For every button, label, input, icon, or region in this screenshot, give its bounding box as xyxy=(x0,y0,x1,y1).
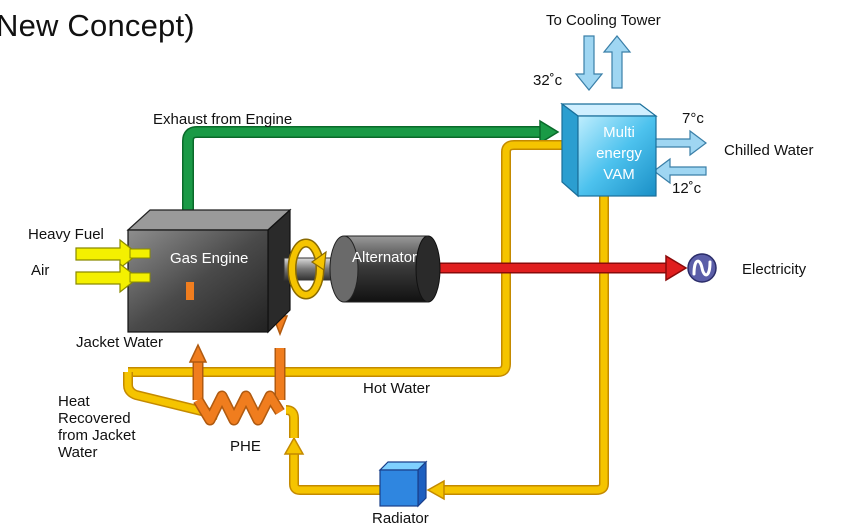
air-label: Air xyxy=(31,262,50,279)
heat-recovered-line: from Jacket xyxy=(58,427,136,444)
page-title: New Concept) xyxy=(0,8,195,43)
hot-water-label: Hot Water xyxy=(363,380,430,397)
vam-label-line: Multi xyxy=(603,124,635,141)
exhaust-label: Exhaust from Engine xyxy=(153,111,293,128)
temp-chilled-in-label: 12˚c xyxy=(672,180,702,197)
chilled-water-label: Chilled Water xyxy=(724,142,814,159)
temp-chilled-out-label: 7°c xyxy=(682,110,704,127)
heat-recovered-line: Heat xyxy=(58,393,90,410)
exhaust-pipe xyxy=(182,119,560,215)
vam-unit xyxy=(560,102,658,198)
alternator-label: Alternator xyxy=(352,249,418,266)
temp-in-label: 32˚c xyxy=(533,72,563,89)
electricity-label: Electricity xyxy=(742,261,807,278)
electricity-line xyxy=(438,253,717,283)
jacket-water-label: Jacket Water xyxy=(76,334,163,351)
rotation-arrow xyxy=(287,238,327,300)
heavy-fuel-label: Heavy Fuel xyxy=(28,226,104,243)
cooling-tower-label: To Cooling Tower xyxy=(546,12,661,29)
alternator xyxy=(329,235,441,303)
hot-water-pipe xyxy=(123,134,582,420)
vam-label-line: energy xyxy=(596,145,642,162)
return-pipe xyxy=(283,190,609,501)
gas-engine-label: Gas Engine xyxy=(170,250,249,267)
chilled-water-arrows xyxy=(651,129,707,185)
heat-recovered-line: Water xyxy=(58,444,98,461)
gas-engine xyxy=(126,208,292,334)
radiator-label: Radiator xyxy=(372,510,429,527)
vam-label-line: VAM xyxy=(603,166,635,183)
heat-recovered-label: Heat Recovered from Jacket Water xyxy=(58,393,136,461)
radiator xyxy=(378,460,428,508)
phe-label: PHE xyxy=(230,438,261,455)
cooling-tower-arrows xyxy=(574,35,632,91)
vam-label: Multi energy VAM xyxy=(584,122,654,185)
fuel-air-arrows xyxy=(75,238,151,294)
heat-recovered-line: Recovered xyxy=(58,410,131,427)
